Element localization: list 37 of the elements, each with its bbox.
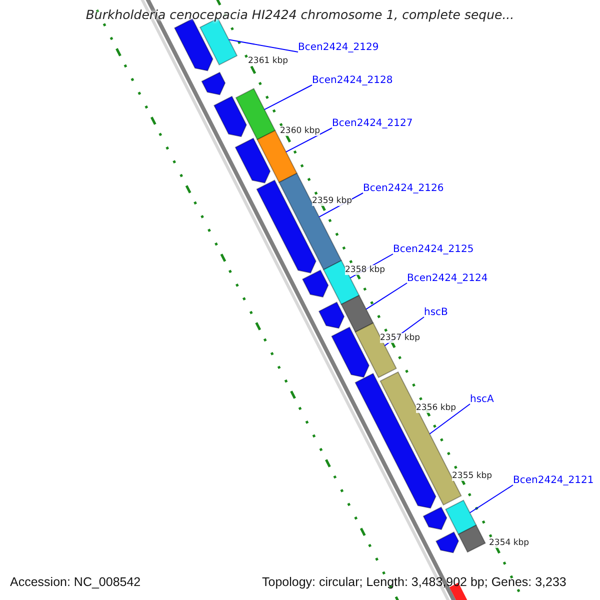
gene-arrow-bar <box>234 138 271 184</box>
scale-label: 2359 kbp <box>312 196 352 206</box>
gene-label: Bcen2424_2124 <box>407 273 488 285</box>
gene-label: Bcen2424_2125 <box>393 244 474 256</box>
gene-bar <box>235 88 276 140</box>
gene-label: Bcen2424_2126 <box>363 183 444 195</box>
scale-label: 2354 kbp <box>489 538 530 548</box>
gene-label: Bcen2424_2121 <box>513 475 594 487</box>
gene-arrow-bar <box>435 531 460 554</box>
gene-arrow-bar <box>201 72 226 96</box>
gene-label: hscB <box>424 307 448 319</box>
leader-line <box>286 128 332 152</box>
leader-line <box>366 282 408 310</box>
gene-label: Bcen2424_2127 <box>332 118 413 130</box>
footer-text: Accession: NC_008542 <box>10 575 141 590</box>
leader-line <box>264 84 312 110</box>
scale-label: 2357 kbp <box>380 333 420 343</box>
scale-label: 2360 kbp <box>280 126 320 136</box>
scale-label: 2356 kbp <box>416 403 456 413</box>
gene-arrow-bar <box>354 372 436 509</box>
gene-arrow-bar <box>422 506 448 530</box>
leader-line <box>469 484 514 514</box>
gene-label: hscA <box>470 394 494 406</box>
gene-arrow-bar <box>331 326 370 378</box>
gene-bar <box>445 500 477 535</box>
gene-arrow-bar <box>213 96 247 138</box>
footer-text: Topology: circular; Length: 3,483,902 bp; Genes: 3,233 <box>262 575 566 590</box>
gene-arrow-bar <box>302 270 329 298</box>
gene-arrow-bar <box>318 302 345 329</box>
scale-label: 2358 kbp <box>345 265 386 275</box>
gene-label: Bcen2424_2128 <box>312 75 393 87</box>
scale-label: 2361 kbp <box>248 56 288 66</box>
leader-line <box>429 404 470 434</box>
gene-label: Bcen2424_2129 <box>298 42 379 54</box>
scale-label: 2355 kbp <box>452 471 492 481</box>
leader-line <box>228 39 298 52</box>
gene-bar <box>340 294 374 333</box>
